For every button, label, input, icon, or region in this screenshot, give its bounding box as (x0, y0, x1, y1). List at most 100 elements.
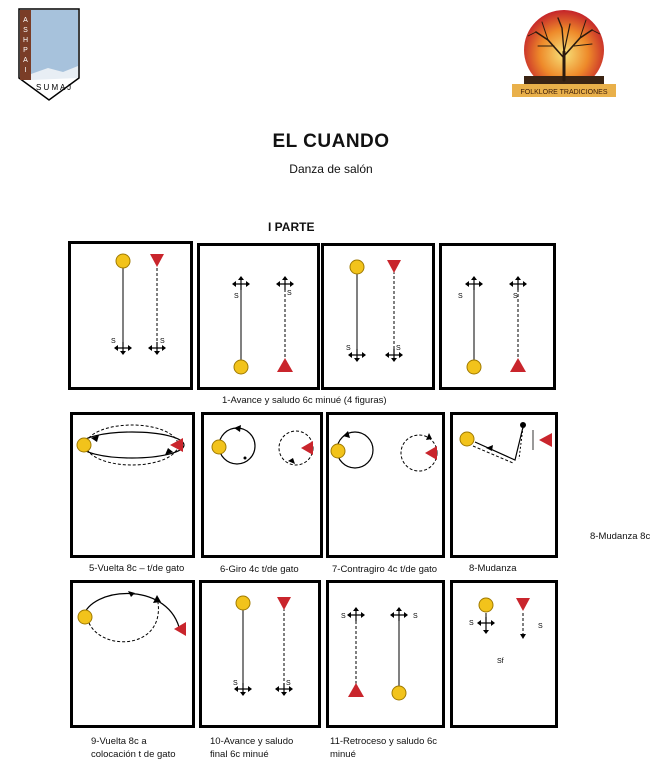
dancer-triangle (425, 446, 437, 460)
svg-text:S: S (513, 293, 518, 300)
dancer-triangle (150, 254, 164, 267)
folklore-tradiciones-logo: FOLKLORE TRADICIONES (512, 10, 616, 97)
ashpai-sumaj-logo: A S H P A I S U M A J (18, 8, 80, 101)
caption-figure-5: 5-Vuelta 8c – t/de gato (89, 563, 185, 574)
dancer-circle (330, 443, 346, 459)
caption-figure-10-line-2: final 6c minué (210, 749, 269, 760)
caption-figure-9-line-2: colocación t de gato (91, 749, 176, 760)
svg-text:A: A (23, 57, 28, 64)
svg-text:S: S (111, 338, 116, 345)
caption-figure-7: 7-Contragiro 4c t/de gato (332, 564, 438, 575)
svg-text:S: S (160, 338, 165, 345)
dancer-triangle (277, 597, 291, 610)
caption-figure-6: 6-Giro 4c t/de gato (220, 564, 299, 575)
svg-text:S: S (341, 613, 346, 620)
dancer-circle (76, 437, 92, 453)
dancer-circle (466, 359, 482, 375)
dancer-circle (211, 439, 227, 455)
final-position-diagram: S S Sf (469, 597, 543, 665)
svg-text:S U M A J: S U M A J (36, 83, 71, 92)
dancer-circle (233, 359, 249, 375)
figure-1-diagram: S S (232, 276, 294, 375)
salute-cross (275, 683, 293, 696)
dancer-triangle (387, 260, 401, 273)
dancer-circle (478, 597, 494, 613)
dancer-triangle (301, 441, 313, 455)
svg-text:P: P (23, 47, 28, 54)
svg-text:S: S (234, 293, 239, 300)
salute-cross (276, 276, 294, 290)
salute-cross (465, 276, 483, 290)
page-title: EL CUANDO (272, 131, 390, 152)
dancer-triangle (348, 683, 364, 697)
caption-figure-8: 8-Mudanza (469, 563, 517, 574)
diagram-panel-11: S S (326, 580, 445, 728)
dancer-circle (459, 431, 475, 447)
margin-note: 8-Mudanza 8c (590, 531, 651, 542)
diagram-panel-7 (326, 412, 445, 558)
diagram-panel-6 (201, 412, 323, 558)
dancer-circle (391, 685, 407, 701)
figure-1b-diagram: S S (346, 259, 403, 362)
part-heading: I PARTE (268, 220, 315, 234)
svg-text:A: A (23, 17, 28, 24)
figure-1c-diagram: S S (458, 276, 527, 375)
salute-cross (232, 276, 250, 290)
diagram-panel-1b: S S (321, 243, 435, 390)
svg-text:S: S (396, 345, 401, 352)
dancer-circle (349, 259, 365, 275)
salute-cross (509, 276, 527, 290)
dancer-triangle (516, 598, 530, 611)
dancer-triangle (510, 358, 526, 372)
svg-text:S: S (23, 27, 28, 34)
diagram-panel-5 (70, 412, 195, 558)
salute-cross (477, 617, 495, 634)
dancer-triangle (170, 438, 183, 452)
svg-text:I: I (25, 67, 27, 74)
svg-text:S: S (538, 623, 543, 630)
svg-text:H: H (23, 37, 28, 44)
dancer-triangle (539, 433, 552, 447)
figure-11-diagram: S S (341, 607, 418, 701)
diagram-panel-1: S S (197, 243, 320, 390)
diagram-panel-1c: S S (439, 243, 556, 390)
diagram-panel-start: S S (68, 241, 193, 390)
figure-7-diagram (330, 431, 438, 472)
figure-9-diagram (77, 591, 186, 643)
caption-figure-11-line-2: minué (330, 749, 356, 760)
salute-cross (114, 342, 132, 355)
caption-figure-10-line-1: 10-Avance y saludo (210, 736, 294, 747)
svg-text:Sf: Sf (497, 658, 504, 665)
salute-cross (385, 349, 403, 362)
svg-text:S: S (346, 345, 351, 352)
figure-6-diagram (211, 425, 314, 466)
caption-figure-1: 1-Avance y saludo 6c minué (4 figuras) (222, 395, 387, 406)
salute-cross (148, 342, 166, 355)
figure-10-diagram: S S (233, 595, 293, 696)
diagram-panel-10: S S (199, 580, 321, 728)
figure-8-diagram (459, 422, 552, 464)
diagram-panel-final: S S Sf (450, 580, 558, 728)
svg-text:S: S (469, 620, 474, 627)
page-subtitle: Danza de salón (289, 162, 373, 176)
figure-5-diagram (76, 424, 185, 466)
caption-figure-9-line-1: 9-Vuelta 8c a (91, 736, 147, 747)
dancer-circle (235, 595, 251, 611)
svg-text:S: S (287, 290, 292, 297)
dancer-triangle (277, 358, 293, 372)
caption-figure-11-line-1: 11-Retroceso y saludo 6c (330, 736, 438, 747)
start-position-diagram: S S (111, 253, 166, 355)
salute-cross (390, 607, 408, 621)
diagram-panel-9 (70, 580, 195, 728)
folklore-logo-text: FOLKLORE TRADICIONES (520, 89, 607, 96)
dancer-circle (77, 609, 93, 625)
svg-text:S: S (413, 613, 418, 620)
svg-text:S: S (458, 293, 463, 300)
dancer-circle (115, 253, 131, 269)
svg-text:S: S (233, 680, 238, 687)
salute-cross (234, 683, 252, 696)
salute-cross (348, 349, 366, 362)
svg-text:S: S (286, 680, 291, 687)
dancer-triangle (174, 622, 186, 636)
salute-cross (347, 607, 365, 621)
